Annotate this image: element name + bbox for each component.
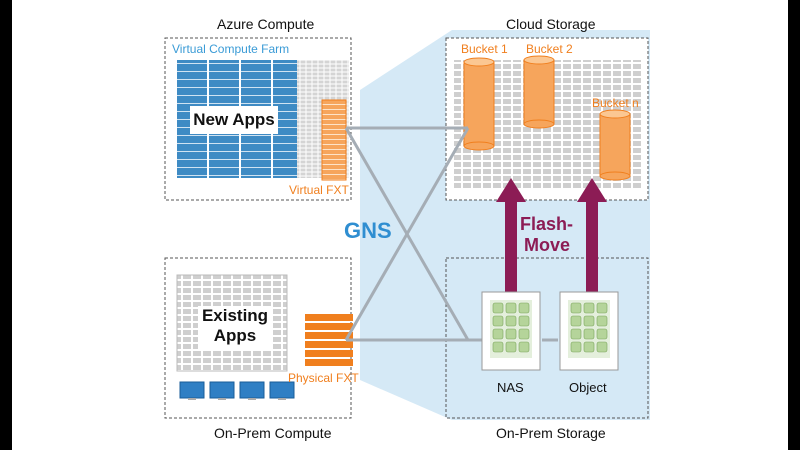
cloud-storage-title: Cloud Storage [506, 16, 596, 32]
azure-compute-title: Azure Compute [217, 16, 315, 32]
flash-move-arrows [496, 178, 607, 295]
bucket-n-label: Bucket n [592, 96, 639, 110]
gns-label: GNS [344, 218, 392, 243]
flash-move-line2: Move [524, 235, 571, 255]
flash-move-line1: Flash- [520, 214, 574, 234]
physical-fxt-label: Physical FXT [288, 371, 359, 385]
object-label: Object [569, 380, 607, 395]
virtual-compute-farm-label: Virtual Compute Farm [172, 42, 290, 56]
new-apps-label: New Apps [190, 106, 278, 134]
onprem-storage-title: On-Prem Storage [496, 425, 606, 441]
existing-apps-line2: Apps [213, 326, 257, 345]
bucket-1-label: Bucket 1 [461, 42, 508, 56]
nas-device [481, 291, 541, 371]
onprem-compute-title: On-Prem Compute [214, 425, 332, 441]
bucket-2-cylinder [523, 55, 555, 129]
diagram-graphics [164, 30, 650, 420]
bucket-n-cylinder [599, 109, 631, 181]
workstation-monitors [179, 381, 295, 399]
existing-apps-line1: Existing [201, 306, 269, 325]
bucket-2-label: Bucket 2 [526, 42, 573, 56]
bucket-1-cylinder [463, 57, 495, 151]
physical-fxt-stack [305, 314, 353, 366]
virtual-fxt-stack [321, 99, 347, 181]
gns-connections [344, 126, 558, 342]
onprem-storage-box [445, 257, 649, 419]
virtual-fxt-label: Virtual FXT [289, 183, 349, 197]
object-device [559, 291, 619, 371]
diagram-canvas: Azure Compute Virtual Compute Farm New A… [12, 0, 788, 450]
nas-label: NAS [497, 380, 524, 395]
existing-apps-label: Existing Apps [198, 306, 272, 350]
